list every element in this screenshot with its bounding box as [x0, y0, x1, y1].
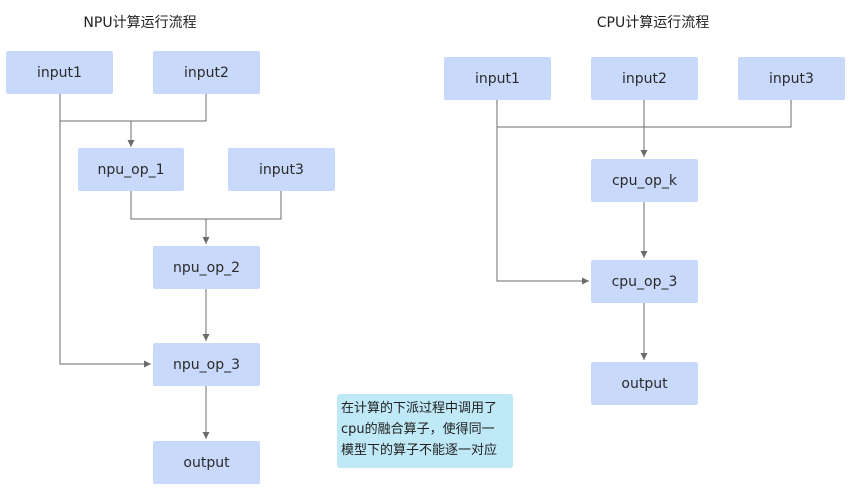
cpu-op-3-node: cpu_op_3	[591, 260, 698, 303]
npu-title: NPU计算运行流程	[83, 15, 197, 31]
npu-op-1-node: npu_op_1	[78, 148, 184, 191]
npu-op-2-node: npu_op_2	[153, 246, 260, 289]
note-line-2: cpu的融合算子，使得同一	[341, 422, 495, 437]
npu-input1-node: input1	[6, 51, 113, 94]
cpu-input1-node: input1	[444, 57, 551, 100]
cpu-op-k-node: cpu_op_k	[591, 159, 698, 202]
edge-npu-input1-merge	[59, 94, 207, 122]
cpu-input3-node: input3	[738, 57, 845, 100]
edge-npu-input1-op3	[59, 121, 151, 368]
explanation-note: 在计算的下派过程中调用了 cpu的融合算子，使得同一 模型下的算子不能逐一对应	[337, 394, 513, 468]
edge-npu-op1-input3-merge	[130, 191, 282, 220]
note-line-1: 在计算的下派过程中调用了	[341, 401, 498, 416]
cpu-title: CPU计算运行流程	[596, 15, 710, 31]
cpu-output-node: output	[591, 362, 698, 405]
npu-input3-node: input3	[228, 148, 335, 191]
edge-cpu-input1-op3	[496, 127, 589, 285]
npu-output-node: output	[153, 441, 260, 484]
cpu-input2-node: input2	[591, 57, 698, 100]
npu-input2-node: input2	[153, 51, 260, 94]
note-line-3: 模型下的算子不能逐一对应	[341, 443, 498, 458]
npu-op-3-node: npu_op_3	[153, 343, 260, 386]
